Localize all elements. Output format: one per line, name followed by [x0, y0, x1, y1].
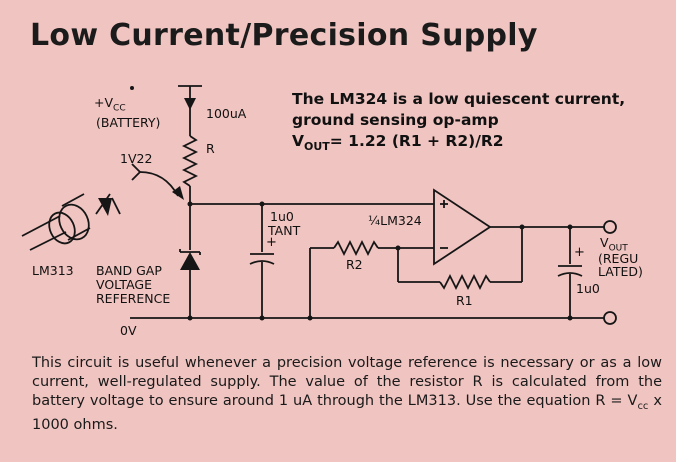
battery-label: (BATTERY)	[96, 115, 161, 130]
eq-sub: OUT	[304, 140, 330, 154]
vout-terminal	[603, 220, 617, 234]
page-title: Low Current/Precision Supply	[30, 18, 538, 53]
opamp-label: ¼LM324	[368, 213, 422, 228]
note-line-1: The LM324 is a low quiescent current,	[292, 90, 626, 108]
resistor-r	[181, 135, 199, 187]
resistor-r2	[333, 239, 379, 257]
vout-label-2: (REGU	[598, 251, 639, 266]
caption-paragraph: This circuit is useful whenever a precis…	[32, 354, 662, 435]
eq-v: V	[292, 132, 304, 150]
vcc-dot	[130, 86, 134, 90]
vout-label: VOUT	[600, 236, 628, 256]
bandgap-label-1: BAND GAP	[96, 263, 162, 278]
vcc-v: +V	[94, 95, 114, 110]
caption-text-b: x 1000 ohms.	[32, 393, 662, 433]
vout-equation: VOUT= 1.22 (R1 + R2)/R2	[292, 132, 504, 153]
cap2-plus: +	[574, 245, 585, 260]
eq-rest: = 1.22 (R1 + R2)/R2	[329, 132, 504, 150]
zero-v-label: 0V	[120, 323, 137, 338]
ground-junction-3	[307, 315, 313, 321]
current-arrow	[184, 98, 196, 110]
note-line-2: ground sensing op-amp	[292, 111, 499, 129]
ref-junction	[187, 201, 193, 207]
cap1-plus: +	[266, 235, 277, 250]
cap1-plate-bottom	[249, 260, 275, 265]
ground-junction-4	[567, 315, 573, 321]
v122-label: 1V22	[120, 151, 153, 166]
bandgap-label-3: REFERENCE	[96, 291, 171, 306]
vcc-sub: CC	[113, 103, 126, 114]
bent-arrow-tail	[131, 163, 142, 181]
ground-terminal	[603, 311, 617, 325]
bandgap-label-2: VOLTAGE	[96, 277, 152, 292]
cap2-label: 1u0	[576, 281, 600, 296]
r2-label: R2	[346, 257, 363, 272]
cap1-label-1: 1u0	[270, 209, 294, 224]
caption-sub: cc	[637, 400, 649, 412]
r-label: R	[206, 141, 215, 156]
ground-junction-2	[259, 315, 265, 321]
ground-junction-1	[187, 315, 193, 321]
current-label: 100uA	[206, 106, 247, 121]
lm313-label: LM313	[32, 263, 74, 278]
r1-label: R1	[456, 293, 473, 308]
cap2-plate-bottom	[557, 272, 583, 277]
lm313-device	[21, 193, 121, 251]
vout-label-3: LATED)	[598, 264, 643, 279]
cap1-label-2: TANT	[268, 223, 301, 238]
cap1-junction	[259, 201, 265, 207]
opamp-triangle	[433, 188, 492, 266]
diode-anode-triangle	[180, 252, 200, 270]
caption-text-a: This circuit is useful whenever a precis…	[32, 355, 662, 409]
bent-arrow-shaft	[139, 171, 179, 197]
vout-v: V	[600, 235, 609, 250]
vout-sub: OUT	[608, 243, 628, 254]
vcc-label: +VCC	[94, 96, 126, 116]
bent-arrow-head	[172, 186, 184, 200]
resistor-r1	[439, 273, 491, 291]
